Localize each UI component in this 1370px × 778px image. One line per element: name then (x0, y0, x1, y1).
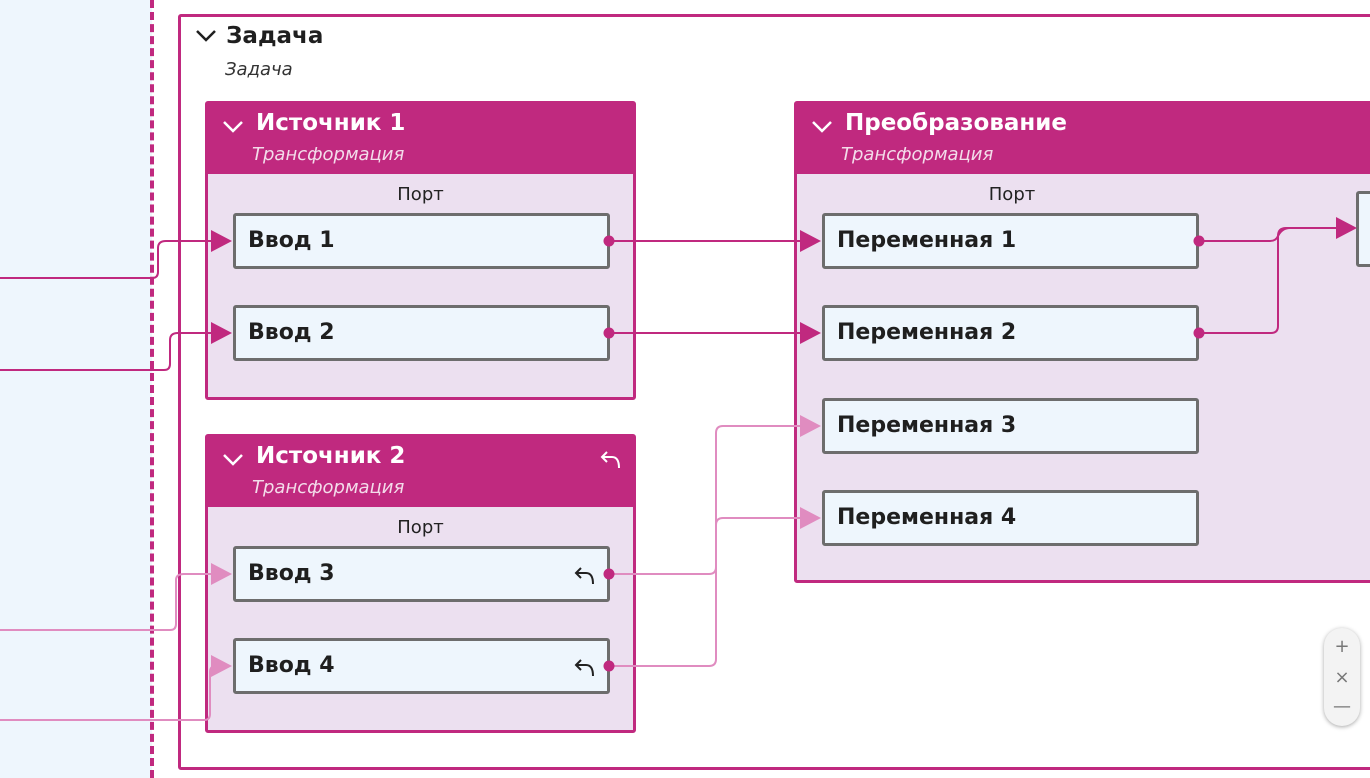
node-source-1[interactable]: Источник 1 Трансформация Порт Ввод 1 Вво… (205, 101, 636, 400)
port-input-1[interactable]: Ввод 1 (233, 213, 610, 269)
port-input-2[interactable]: Ввод 2 (233, 305, 610, 361)
port-label: Переменная 3 (837, 413, 1017, 438)
node-subtitle: Трансформация (252, 477, 405, 498)
node-title: Преобразование (845, 110, 1068, 136)
port-label: Ввод 1 (248, 228, 335, 253)
port-label: Переменная 4 (837, 505, 1017, 530)
zoom-controls: + × — (1324, 628, 1360, 726)
node-header[interactable]: Преобразование Трансформация (797, 104, 1370, 174)
port-variable-2[interactable]: Переменная 2 (822, 305, 1199, 361)
port-variable-4[interactable]: Переменная 4 (822, 490, 1199, 546)
port-downstream[interactable] (1356, 191, 1370, 267)
node-header[interactable]: Источник 2 Трансформация (208, 437, 633, 507)
port-label: Ввод 4 (248, 653, 335, 678)
port-label: Ввод 2 (248, 320, 335, 345)
node-title: Источник 2 (256, 443, 406, 469)
chevron-down-icon[interactable] (195, 27, 217, 45)
port-variable-1[interactable]: Переменная 1 (822, 213, 1199, 269)
node-title: Источник 1 (256, 110, 406, 136)
chevron-down-icon[interactable] (811, 118, 833, 136)
task-subtitle: Задача (225, 59, 293, 80)
node-source-2[interactable]: Источник 2 Трансформация Порт Ввод 3 Вво… (205, 434, 636, 733)
port-column-header: Порт (397, 517, 444, 538)
port-input-4[interactable]: Ввод 4 (233, 638, 610, 694)
pane-divider[interactable] (150, 0, 154, 778)
undo-icon[interactable] (599, 447, 623, 471)
node-subtitle: Трансформация (841, 144, 994, 165)
port-column-header: Порт (988, 184, 1036, 205)
port-variable-3[interactable]: Переменная 3 (822, 398, 1199, 454)
zoom-out-button[interactable]: — (1333, 696, 1351, 717)
node-subtitle: Трансформация (252, 144, 405, 165)
task-header[interactable]: Задача (195, 23, 323, 49)
port-input-3[interactable]: Ввод 3 (233, 546, 610, 602)
undo-icon[interactable] (573, 563, 597, 587)
task-title: Задача (226, 23, 324, 49)
port-label: Ввод 3 (248, 561, 335, 586)
left-pane (0, 0, 152, 778)
port-column-header: Порт (397, 184, 444, 205)
node-transform[interactable]: Преобразование Трансформация Порт Переме… (794, 101, 1370, 583)
port-label: Переменная 2 (837, 320, 1017, 345)
chevron-down-icon[interactable] (222, 118, 244, 136)
undo-icon[interactable] (573, 655, 597, 679)
port-label: Переменная 1 (837, 228, 1017, 253)
chevron-down-icon[interactable] (222, 451, 244, 469)
node-header[interactable]: Источник 1 Трансформация (208, 104, 633, 174)
zoom-in-button[interactable]: + (1334, 636, 1350, 657)
zoom-reset-button[interactable]: × (1334, 667, 1350, 688)
